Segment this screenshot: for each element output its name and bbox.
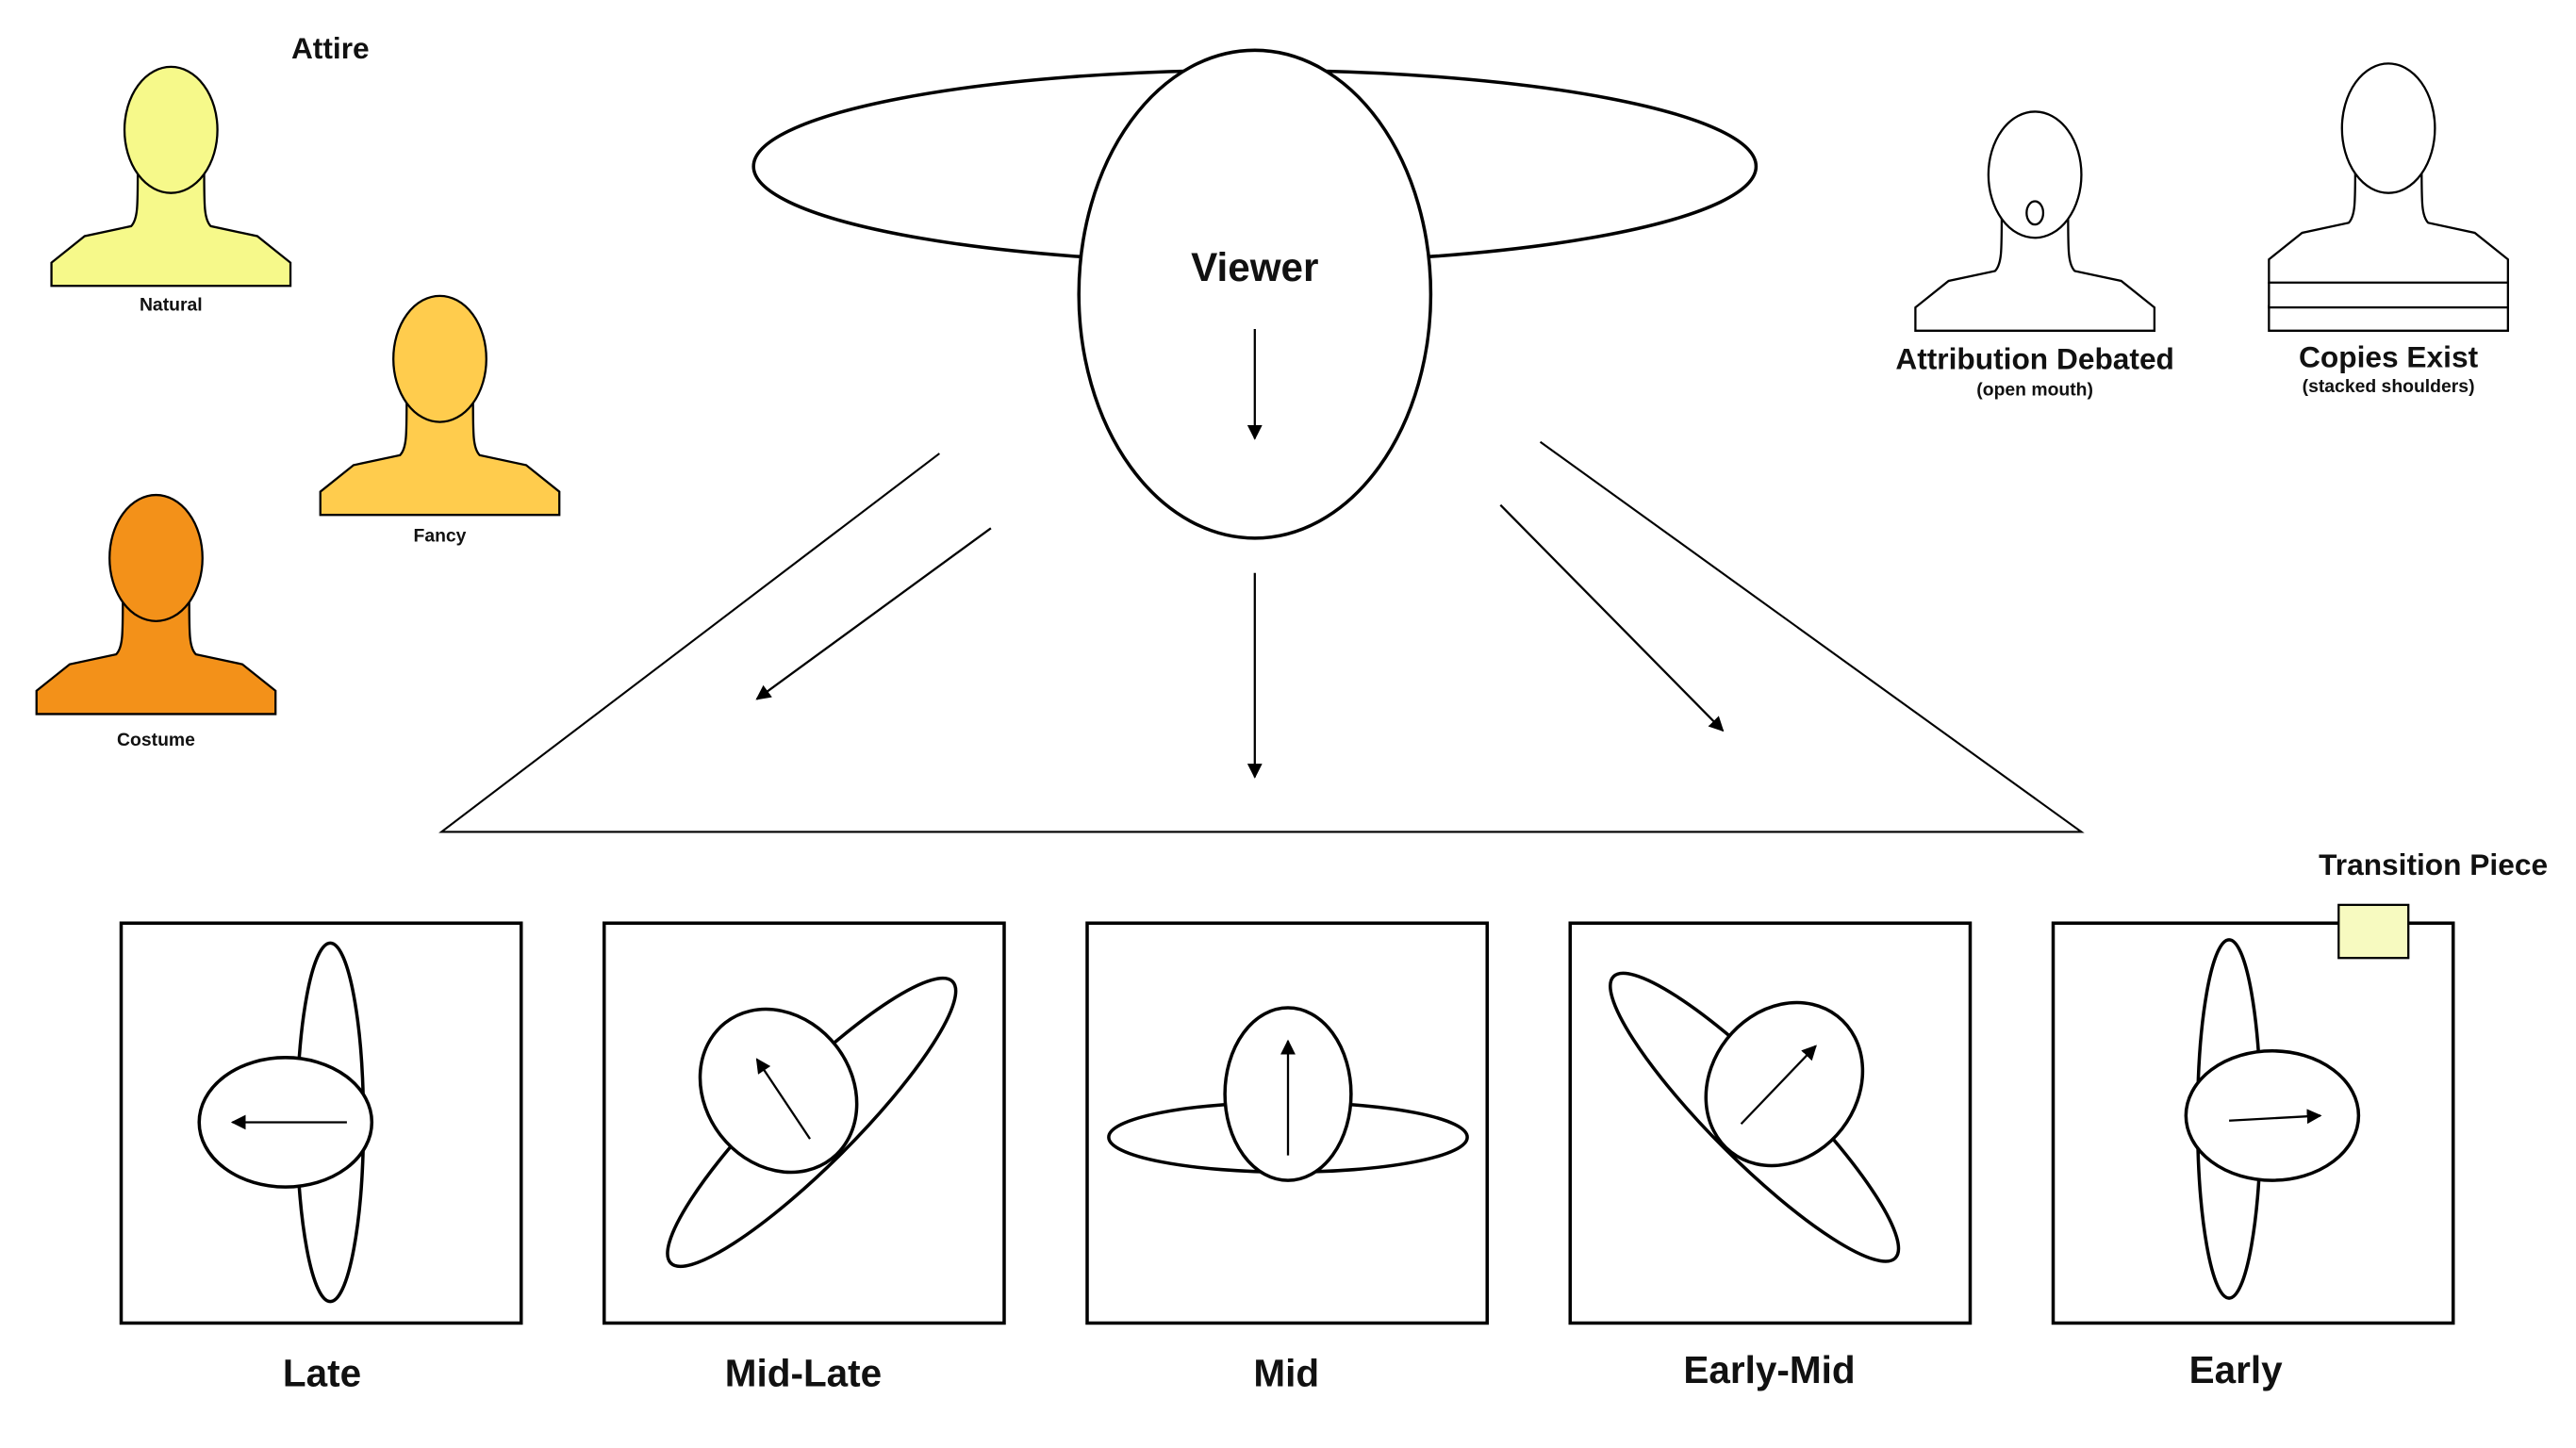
perspective-triangle: [438, 440, 2085, 833]
bust-attribution-body: [1914, 213, 2156, 332]
bust-attribution-debated: [1914, 110, 2156, 332]
bust-fancy-body: [319, 397, 561, 517]
viewer-figure: Viewer: [751, 48, 1759, 540]
attribution-debated-title: Attribution Debated: [1895, 341, 2174, 375]
bust-natural-head: [123, 65, 219, 194]
copies-exist-subtitle: (stacked shoulders): [2303, 376, 2475, 397]
panel-early-mid: [1568, 921, 1973, 1325]
panel-early-mid-head-ellipse: [1704, 1000, 1865, 1168]
attribution-debated-subtitle: (open mouth): [1976, 379, 2093, 400]
panel-late: [119, 921, 523, 1325]
attire-label-natural: Natural: [140, 295, 203, 316]
viewer-head-ellipse: [1077, 48, 1433, 540]
bust-copies-body: [2268, 165, 2509, 284]
bust-attribution-head: [1987, 110, 2083, 239]
period-label-late: Late: [283, 1351, 361, 1394]
transition-piece-swatch: [2337, 903, 2410, 960]
panel-mid: [1085, 921, 1489, 1325]
copies-exist-title: Copies Exist: [2299, 340, 2479, 374]
bust-fancy-head: [392, 294, 487, 423]
panel-mid-late-direction-arrow: [755, 1058, 811, 1140]
attire-label-fancy: Fancy: [414, 525, 467, 546]
attire-title: Attire: [291, 31, 370, 65]
panel-mid-late: [602, 921, 1006, 1325]
panel-early-head-ellipse: [2184, 1049, 2361, 1182]
view-direction-arrows: [755, 503, 1725, 779]
bust-natural-body: [50, 168, 292, 288]
bust-costume-body: [35, 597, 277, 716]
arrow-right: [1499, 503, 1725, 732]
panel-early: [2051, 921, 2455, 1325]
bust-copies-exist: [2268, 62, 2509, 332]
panel-early-mid-direction-arrow: [1740, 1045, 1817, 1126]
period-label-mid: Mid: [1253, 1351, 1319, 1394]
bust-copies-head: [2340, 62, 2436, 194]
viewer-label: Viewer: [1191, 245, 1318, 289]
open-mouth-icon: [2025, 200, 2045, 226]
bust-costume-head: [108, 493, 204, 623]
bust-fancy: [319, 294, 561, 517]
bust-natural: [50, 65, 292, 288]
period-label-early: Early: [2189, 1348, 2283, 1391]
period-label-mid-late: Mid-Late: [725, 1351, 882, 1394]
period-label-early-mid: Early-Mid: [1683, 1348, 1855, 1391]
bust-costume: [35, 493, 277, 716]
panel-early-direction-arrow: [2229, 1109, 2322, 1125]
arrow-left: [755, 527, 992, 700]
transition-piece-title: Transition Piece: [2319, 847, 2548, 881]
attire-label-costume: Costume: [117, 730, 195, 750]
